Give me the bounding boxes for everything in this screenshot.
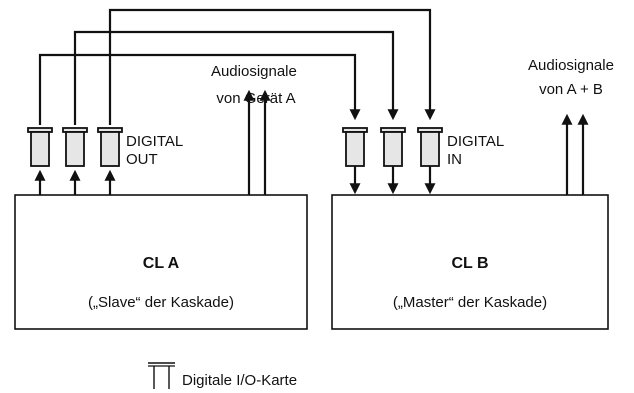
- signals-ab-label-2: von A + B: [539, 81, 603, 98]
- legend-label: Digitale I/O-Karte: [182, 372, 297, 389]
- cascade-cable-1: [38, 53, 361, 125]
- io-card-icon: [27, 127, 53, 167]
- cl-b-digital-in-ports: [342, 127, 443, 167]
- io-card-icon: [97, 127, 123, 167]
- cl-b-role: („Master“ der Kaskade): [393, 294, 547, 311]
- cl-a-title: CL A: [143, 255, 180, 272]
- io-card-icon: [342, 127, 368, 167]
- cl-a-out-arrows: [34, 169, 116, 195]
- signals-a-label: Audiosignale von Gerät A: [211, 62, 301, 80]
- cascade-cables: [38, 8, 436, 125]
- signals-a-arrows: [243, 89, 271, 195]
- cl-a-role: („Slave“ der Kaskade): [88, 294, 234, 311]
- io-card-icon: [148, 362, 175, 389]
- cascade-cable-3: [108, 8, 436, 125]
- io-card-icon: [417, 127, 443, 167]
- signals-ab-arrows: [561, 113, 589, 195]
- cl-b-title: CL B: [451, 255, 488, 272]
- cascade-cable-2: [73, 30, 399, 125]
- digital-in-label: DIGITAL IN: [447, 133, 508, 168]
- legend: Digitale I/O-Karte: [148, 362, 297, 389]
- digital-out-label: DIGITAL OUT: [126, 133, 187, 168]
- cl-b-box: [331, 194, 609, 330]
- cl-b-in-arrows: [349, 166, 436, 195]
- signals-ab-label: Audiosignale: [528, 57, 614, 74]
- io-card-icon: [62, 127, 88, 167]
- cl-a-digital-out-ports: [27, 127, 123, 167]
- signals-a-label-2: von Gerät A: [216, 90, 295, 107]
- io-card-icon: [380, 127, 406, 167]
- cl-a-box: [14, 194, 308, 330]
